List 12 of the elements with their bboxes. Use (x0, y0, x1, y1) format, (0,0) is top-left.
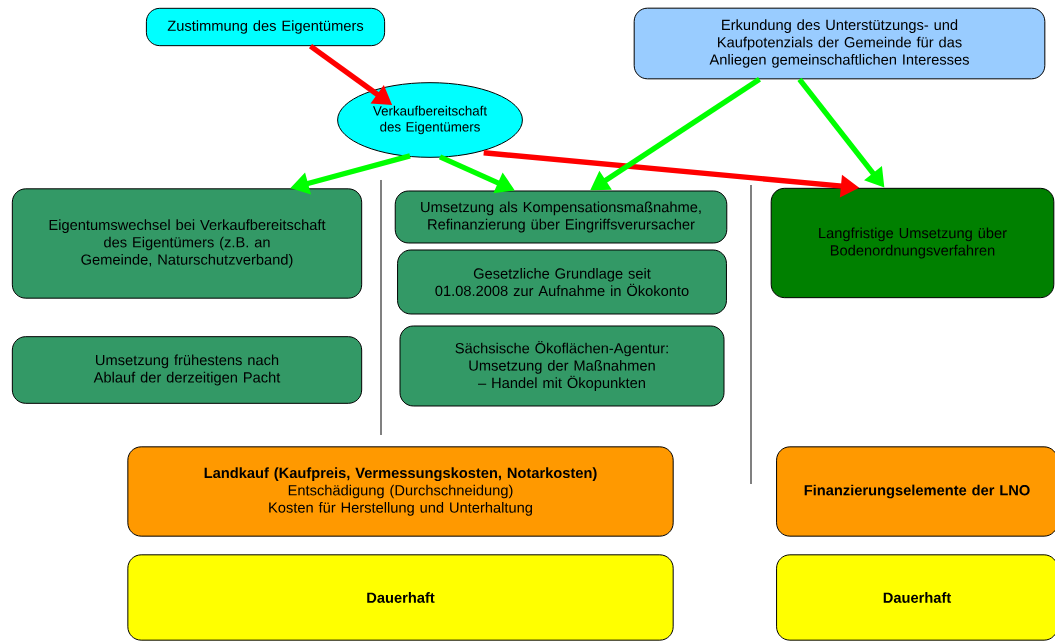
process-box: Eigentumswechsel bei Verkaufbereitschaft des Eigentümers (z.B. an Gemeinde, Naturschutzverband) (11, 188, 363, 299)
process-box: Umsetzung frühestens nach Ablauf der derzeitigen Pacht (11, 336, 363, 404)
process-box: Dauerhaft (776, 554, 1055, 641)
process-box: Landkauf (Kaufpreis, Vermessungskosten, Notarkosten) Entschädigung (Durchschneidung) Kosten für Herstellung und Unterhaltung (127, 446, 674, 537)
process-box: Sächsische Ökoflächen-Agentur: Umsetzung der Maßnahmen – Handel mit Ökopunkten (399, 325, 725, 407)
process-box: Finanzierungselemente der LNO (776, 446, 1055, 537)
process-box: Umsetzung als Kompensationsmaßnahme, Refinanzierung über Eingriffsverursacher (394, 190, 728, 244)
process-box: Zustimmung des Eigentümers (145, 7, 386, 47)
process-box: Langfristige Umsetzung über Bodenordnungsverfahren (770, 187, 1055, 299)
process-box: Gesetzliche Grundlage seit 01.08.2008 zur Aufnahme in Ökokonto (397, 249, 727, 315)
process-box: Dauerhaft (127, 554, 674, 641)
process-box: Erkundung des Unterstützungs- und Kaufpotenzials der Gemeinde für das Anliegen gemeinschaftlichen Interesses (633, 7, 1046, 80)
